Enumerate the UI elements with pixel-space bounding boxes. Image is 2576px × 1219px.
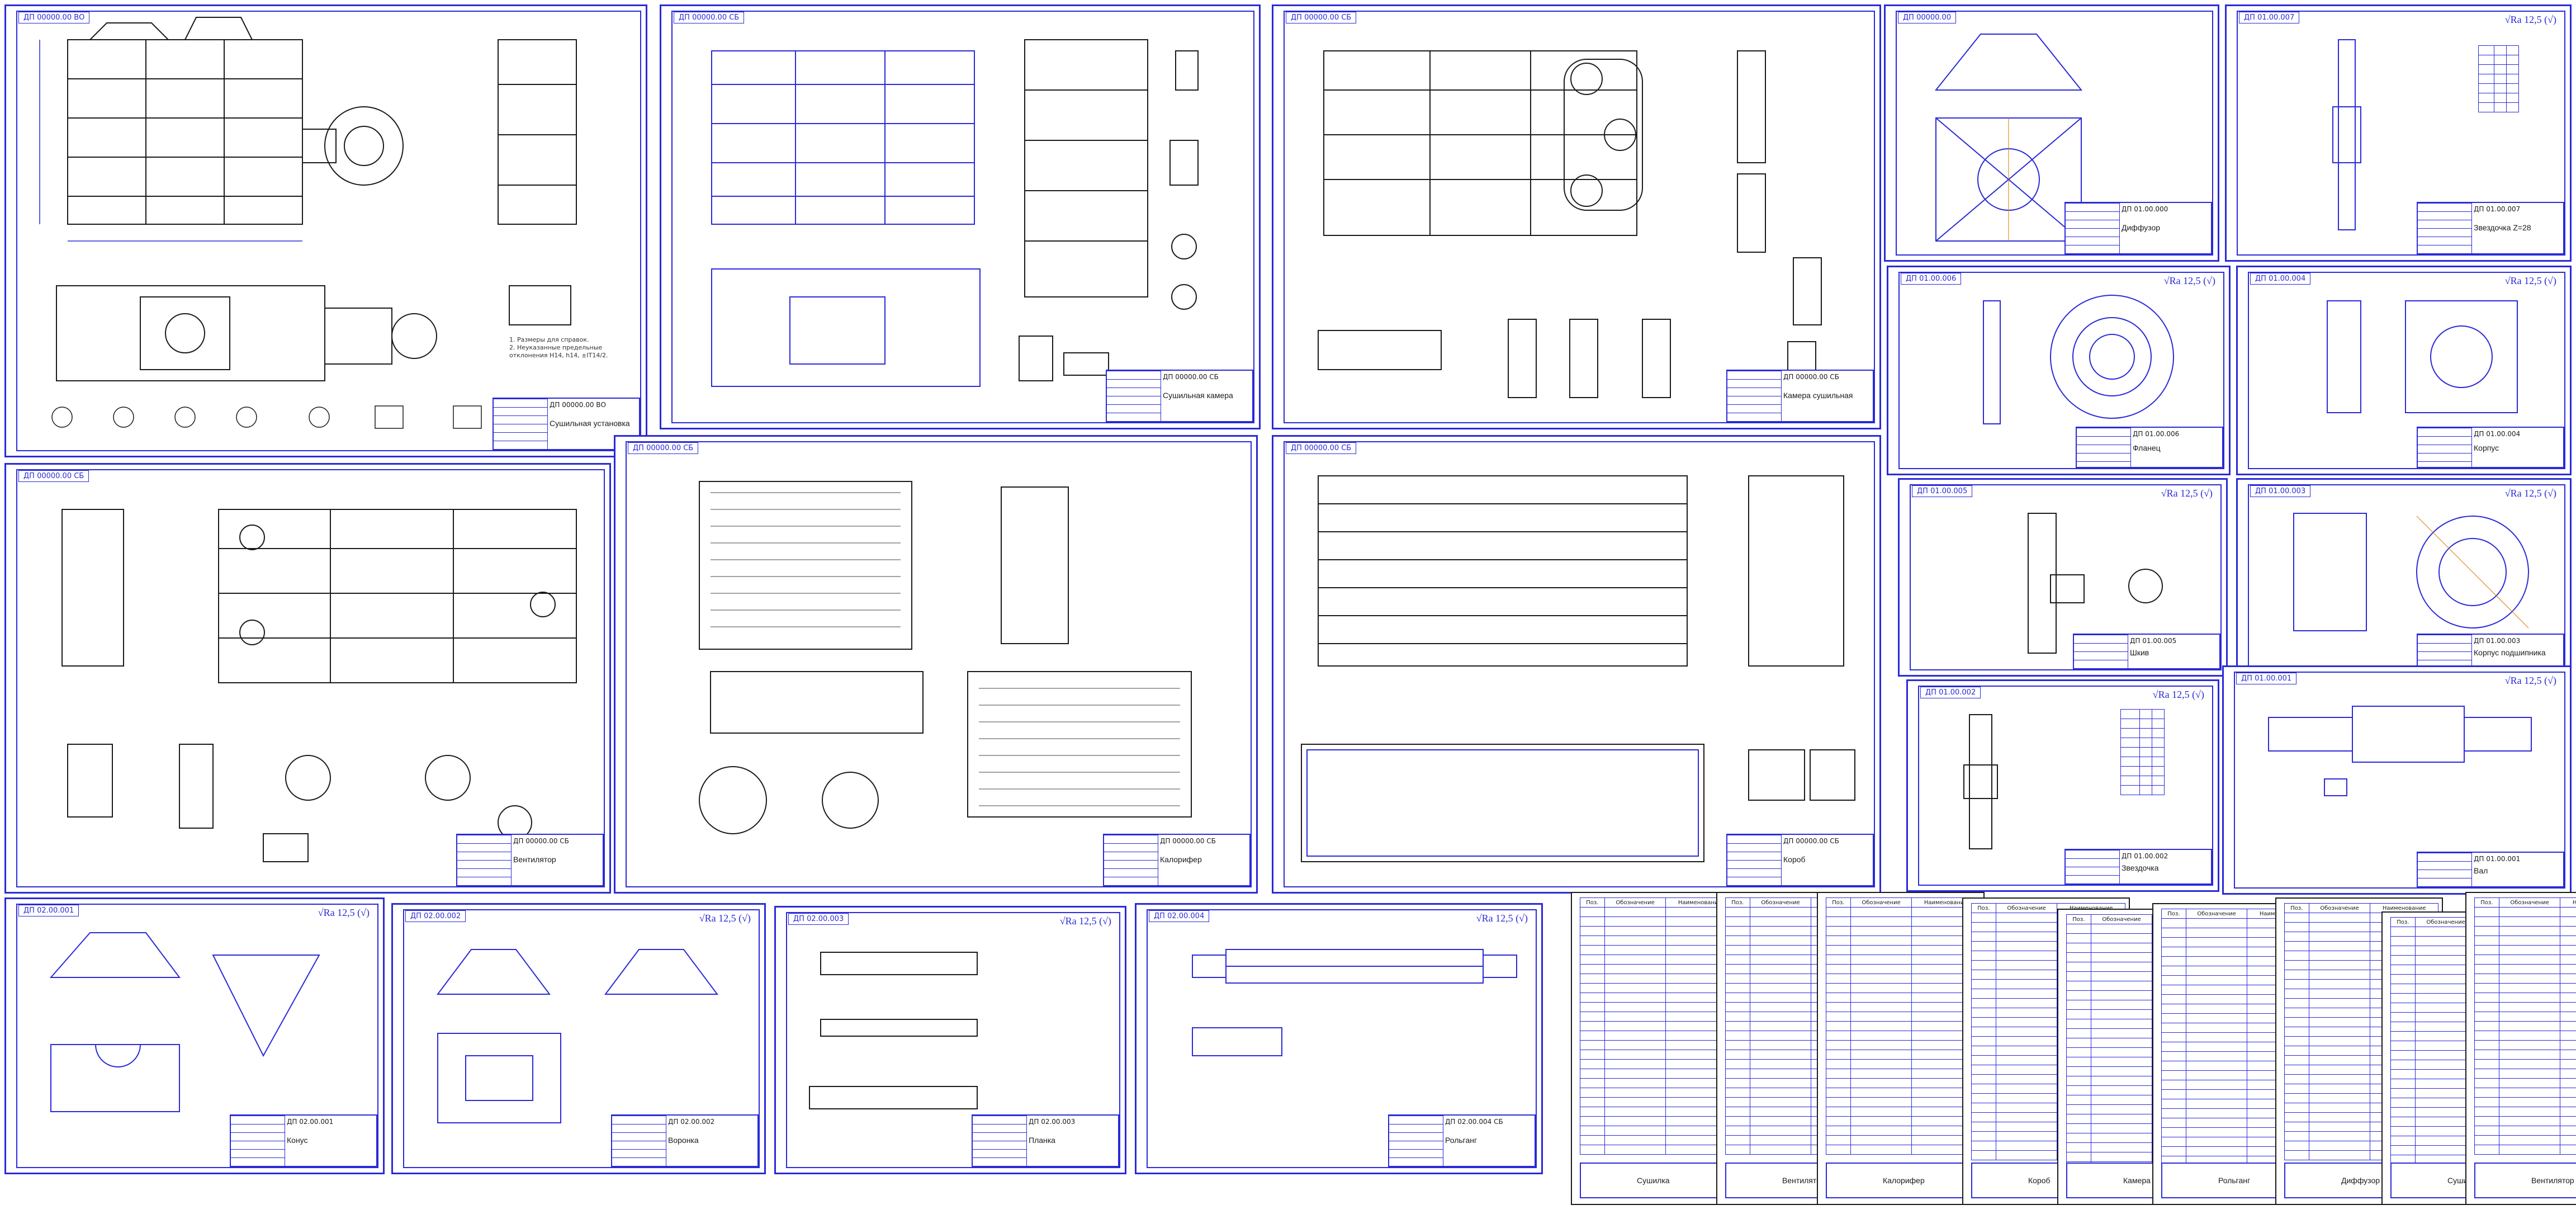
drawing-title: Сушильная установка: [550, 419, 630, 428]
column-header: Поз.: [1725, 897, 1750, 908]
sheet-general-view: ДП 00000.00 ВО 1. Размеры для: [4, 4, 647, 457]
drawing-pulley: [2028, 513, 2163, 654]
drawing-duct: [1301, 475, 1855, 862]
sheet-chamber-2: ДП 00000.00 СБ ДП 00000.00 СБ Камера суш…: [1272, 4, 1881, 429]
drawing-chamber-drives: [1318, 50, 1822, 398]
specification-title: Вентилятор: [1782, 1176, 1825, 1185]
title-block: ДП 02.00.002 Воронка: [611, 1114, 759, 1167]
sheet-chamber-assembly: ДП 00000.00 СБ ДП 00000.00 СБ Сушильная …: [660, 4, 1261, 429]
column-header: Поз.: [2474, 897, 2499, 908]
parameter-table: [2120, 709, 2165, 795]
drawing-sprocket-2: [1963, 714, 1998, 849]
column-header: Поз.: [2066, 914, 2091, 924]
sheet-plate: ДП 02.00.003 √Ra 12,5 (√) ДП 02.00.003 П…: [774, 906, 1126, 1174]
column-header: Обозначение: [2308, 903, 2371, 913]
title-block: ДП 00000.00 СБ Калорифер: [1103, 834, 1251, 886]
title-block: ДП 01.00.006 Фланец: [2076, 427, 2223, 468]
specification-title: Рольганг: [2218, 1176, 2251, 1185]
drawing-diffuser: [1934, 34, 2083, 242]
title-block: Калорифер: [1826, 1163, 1982, 1198]
column-header: Наименование: [2560, 897, 2576, 908]
sheet-fan: ДП 00000.00 СБ ДП 00000.00 СБ Вентилятор: [4, 463, 611, 894]
drawing-heater: [699, 481, 1192, 834]
specification-sheet: Поз.ОбозначениеНаименованиеВентилятор: [2465, 892, 2576, 1205]
drawing-flange: [1983, 295, 2174, 424]
column-header: Поз.: [2284, 903, 2309, 913]
sheet-shaft: ДП 01.00.001 √Ra 12,5 (√) ДП 01.00.001 В…: [2222, 665, 2572, 895]
specification-title: Сушилка: [1637, 1176, 1670, 1185]
sheet-heater: ДП 00000.00 СБ ДП 00000.00 СБ Калорифер: [614, 435, 1258, 894]
title-block: ДП 01.00.004 Корпус: [2417, 427, 2564, 468]
drawing-dryer-assembly: [39, 17, 577, 429]
sheet-roller: ДП 02.00.004 √Ra 12,5 (√) ДП 02.00.004 С…: [1135, 903, 1543, 1174]
drawing-fan: [61, 509, 577, 862]
title-block: ДП 01.00.007 Звездочка Z=28: [2417, 202, 2564, 254]
title-block: ДП 02.00.003 Планка: [972, 1114, 1119, 1167]
column-header: Обозначение: [2090, 914, 2153, 924]
drawing-sprocket: [2332, 39, 2361, 230]
title-block: ДП 01.00.003 Корпус подшипника: [2417, 634, 2564, 669]
column-header: Поз.: [1826, 897, 1851, 908]
title-block: ДП 00000.00 СБ Короб: [1726, 834, 1874, 886]
title-block: ДП 00000.00 ВО Сушильная установка: [493, 398, 640, 450]
specification-title: Калорифер: [1883, 1176, 1925, 1185]
drawing-funnel: [437, 949, 718, 1123]
sheet-duct: ДП 00000.00 СБ ДП 00000.00 СБ Короб: [1272, 435, 1881, 894]
title-block: ДП 00000.00 СБ Сушильная камера: [1106, 370, 1253, 422]
column-header: Обозначение: [1995, 903, 2058, 913]
sheet-code: ДП 00000.00 ВО: [18, 12, 90, 23]
title-block: ДП 01.00.000 Диффузор: [2064, 202, 2212, 254]
sheet-cone: ДП 02.00.001 √Ra 12,5 (√) ДП 02.00.001 К…: [4, 897, 385, 1174]
title-block: Вентилятор: [2474, 1163, 2576, 1198]
title-block: ДП 01.00.001 Вал: [2417, 852, 2564, 887]
column-header: Обозначение: [2185, 909, 2248, 919]
title-block: ДП 02.00.004 СБ Рольганг: [1388, 1114, 1536, 1167]
column-header: Обозначение: [1604, 897, 1666, 908]
sheet-flange: ДП 01.00.006 √Ra 12,5 (√) ДП 01.00.006 Ф…: [1887, 266, 2231, 475]
column-header: Поз.: [1971, 903, 1996, 913]
title-block: ДП 00000.00 СБ Вентилятор: [456, 834, 604, 886]
title-block: Сушилка: [1580, 1163, 1736, 1198]
specification-title: Камера: [2123, 1176, 2151, 1185]
title-block: ДП 02.00.001 Конус: [230, 1114, 377, 1167]
specification-title: Диффузор: [2341, 1176, 2380, 1185]
title-block: ДП 01.00.002 Звездочка: [2064, 849, 2212, 885]
title-block: ДП 00000.00 СБ Камера сушильная: [1726, 370, 1874, 422]
column-header: Поз.: [2390, 917, 2416, 927]
sheet-diffuser: ДП 00000.00 ДП 01.00.000 Диффузор: [1884, 4, 2219, 262]
drawing-cone: [49, 932, 320, 1112]
column-header: Обозначение: [1749, 897, 1812, 908]
drawing-roller: [1192, 949, 1517, 1056]
title-block: ДП 01.00.005 Шкив: [2073, 634, 2220, 669]
drawing-chamber: [711, 39, 1199, 387]
column-header: Поз.: [2161, 909, 2186, 919]
parameter-table: [2478, 45, 2519, 112]
sheet-bearing-housing: ДП 01.00.003 √Ra 12,5 (√) ДП 01.00.003 К…: [2236, 478, 2572, 677]
sheet-sprocket-z28: ДП 01.00.007 √Ra 12,5 (√) ДП 01.00.007 З…: [2225, 4, 2572, 262]
sheet-housing: ДП 01.00.004 √Ra 12,5 (√) ДП 01.00.004 К…: [2236, 266, 2572, 475]
column-header: Обозначение: [1850, 897, 1912, 908]
sheet-sprocket: ДП 01.00.002 √Ra 12,5 (√) ДП 01.00.002 З…: [1906, 679, 2219, 892]
drawing-bearing-housing: [2293, 513, 2529, 631]
sheet-funnel: ДП 02.00.002 √Ra 12,5 (√) ДП 02.00.002 В…: [391, 903, 766, 1174]
sheet-pulley: ДП 01.00.005 √Ra 12,5 (√) ДП 01.00.005 Ш…: [1898, 478, 2228, 677]
roughness-mark: √Ra 12,5 (√): [2504, 14, 2556, 25]
specification-title: Вентилятор: [2531, 1176, 2574, 1185]
column-header: Поз.: [1580, 897, 1605, 908]
specification-title: Короб: [2028, 1176, 2051, 1185]
drawing-shaft: [2268, 706, 2532, 796]
drawing-plate: [809, 952, 978, 1109]
drawing-housing: [2327, 300, 2518, 413]
general-notes: 1. Размеры для справок. 2. Неуказанные п…: [509, 336, 608, 359]
column-header: Обозначение: [2498, 897, 2561, 908]
